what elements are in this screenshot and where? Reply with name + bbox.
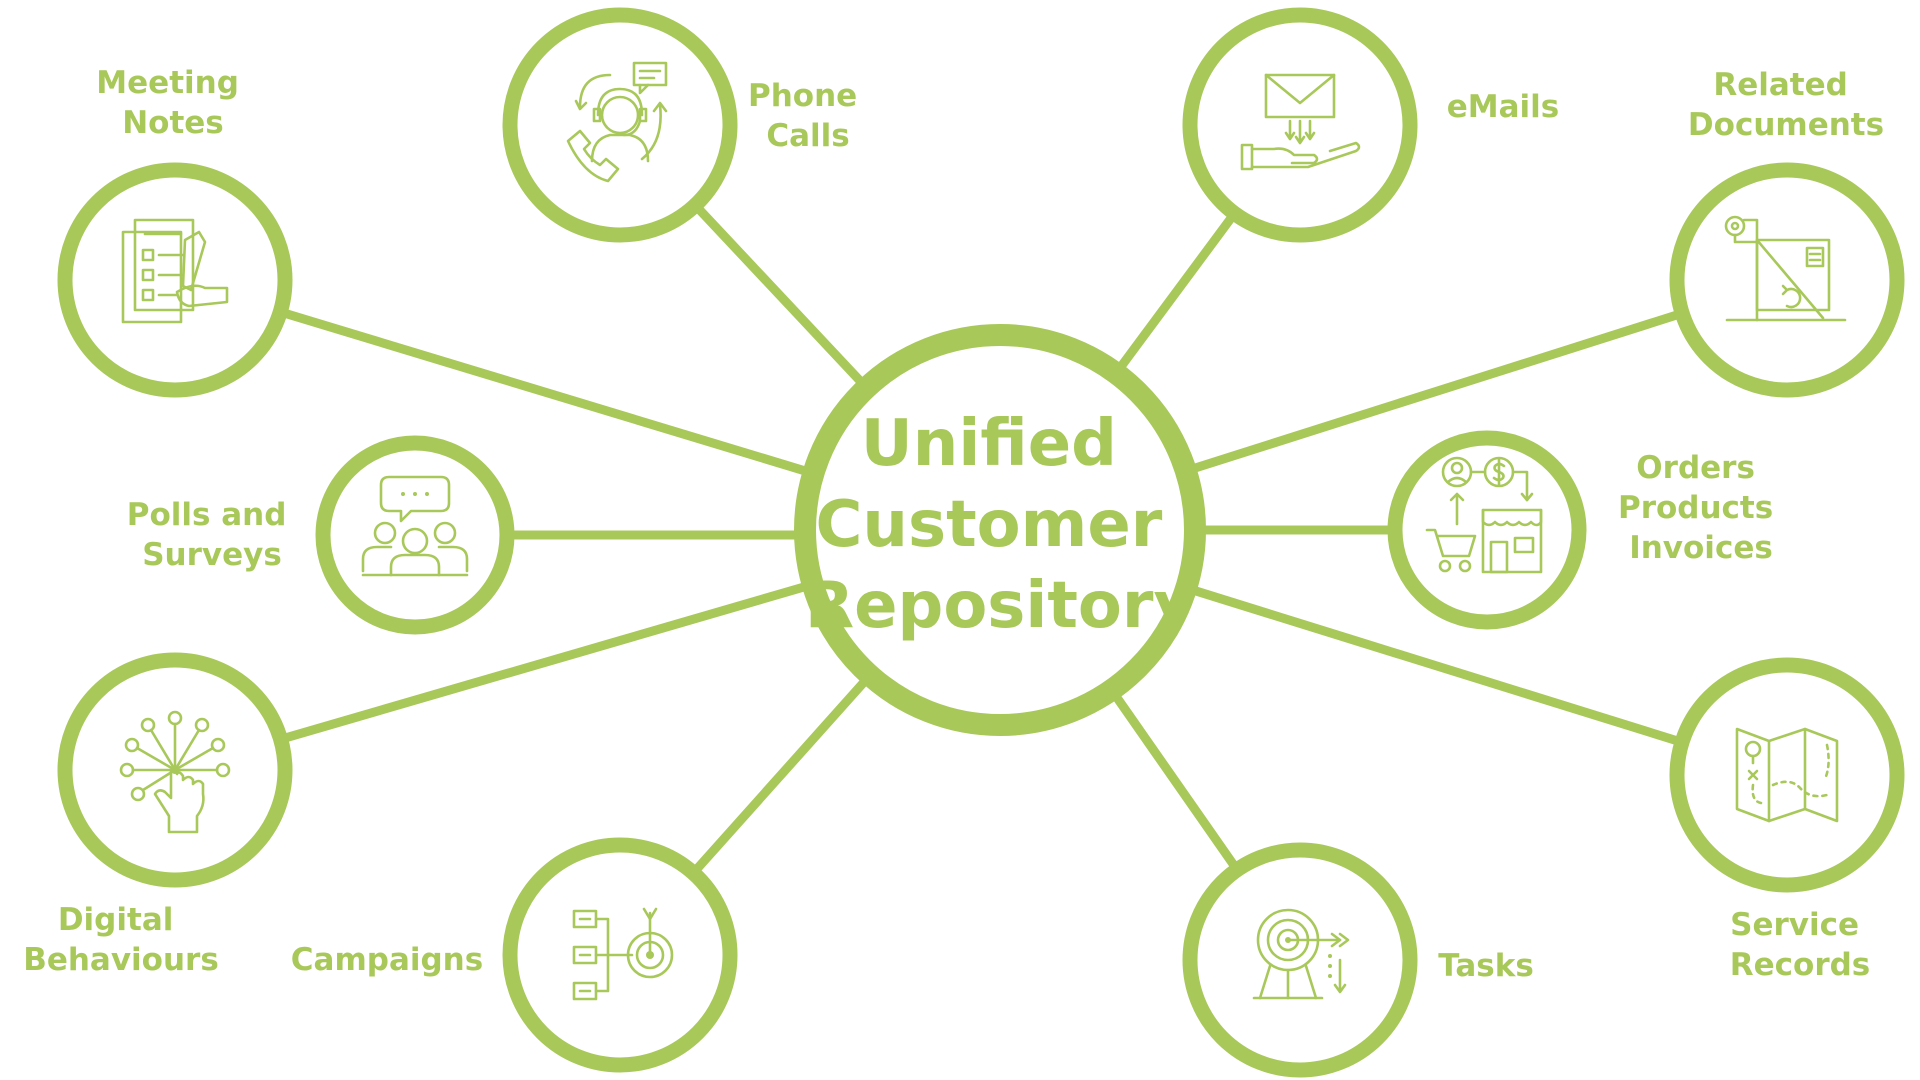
- center-line-3: Repository: [805, 569, 1195, 643]
- label-polls-surveys: Polls and Surveys: [127, 497, 298, 573]
- call-agent-icon: [566, 61, 668, 183]
- checklist-pen-icon: [121, 218, 229, 324]
- label-service-records: Service Records: [1730, 907, 1871, 983]
- node-ring: [57, 162, 293, 398]
- center-line-1: Unified: [861, 407, 1117, 481]
- touch-network-icon: [119, 710, 231, 834]
- node-tasks: Tasks: [1182, 842, 1534, 1078]
- center-ring: [794, 324, 1206, 736]
- target-arrow-icon: [1252, 908, 1350, 1000]
- node-ring: [1669, 657, 1905, 893]
- label-phone-calls: Phone Calls: [748, 78, 868, 154]
- label-digital-behaviours: Digital Behaviours: [23, 902, 219, 978]
- envelope-hand-icon: [1240, 73, 1361, 171]
- shop-cart-icon: [1425, 456, 1543, 574]
- node-phone-calls: Phone Calls: [502, 7, 868, 243]
- node-ring: [315, 435, 515, 635]
- node-orders-products-invoices: Orders Products Invoices: [1387, 430, 1784, 630]
- blueprint-document-icon: [1724, 215, 1847, 322]
- node-ring: [1182, 842, 1418, 1078]
- label-emails: eMails: [1447, 89, 1560, 125]
- node-ring: [1387, 430, 1587, 630]
- node-digital-behaviours: Digital Behaviours: [23, 652, 293, 978]
- center-line-2: Customer: [815, 488, 1162, 562]
- group-chat-icon: [361, 475, 469, 577]
- label-tasks: Tasks: [1438, 948, 1534, 984]
- node-emails: eMails: [1182, 7, 1560, 243]
- node-ring: [1669, 162, 1905, 398]
- label-orders-products-invoices: Orders Products Invoices: [1618, 450, 1784, 566]
- node-service-records: Service Records: [1669, 657, 1905, 983]
- label-related-documents: Related Documents: [1688, 67, 1884, 143]
- center-label: Unified Customer Repository: [805, 407, 1195, 643]
- node-meeting-notes: Meeting Notes: [57, 65, 293, 398]
- flow-target-icon: [572, 907, 674, 1001]
- map-route-icon: [1735, 727, 1839, 823]
- node-campaigns: Campaigns: [291, 837, 738, 1073]
- node-polls-surveys: Polls and Surveys: [127, 435, 515, 635]
- node-ring: [502, 7, 738, 243]
- node-related-documents: Related Documents: [1669, 67, 1905, 398]
- label-meeting-notes: Meeting Notes: [96, 65, 249, 141]
- label-campaigns: Campaigns: [291, 942, 483, 978]
- center-hub: Unified Customer Repository: [794, 324, 1206, 736]
